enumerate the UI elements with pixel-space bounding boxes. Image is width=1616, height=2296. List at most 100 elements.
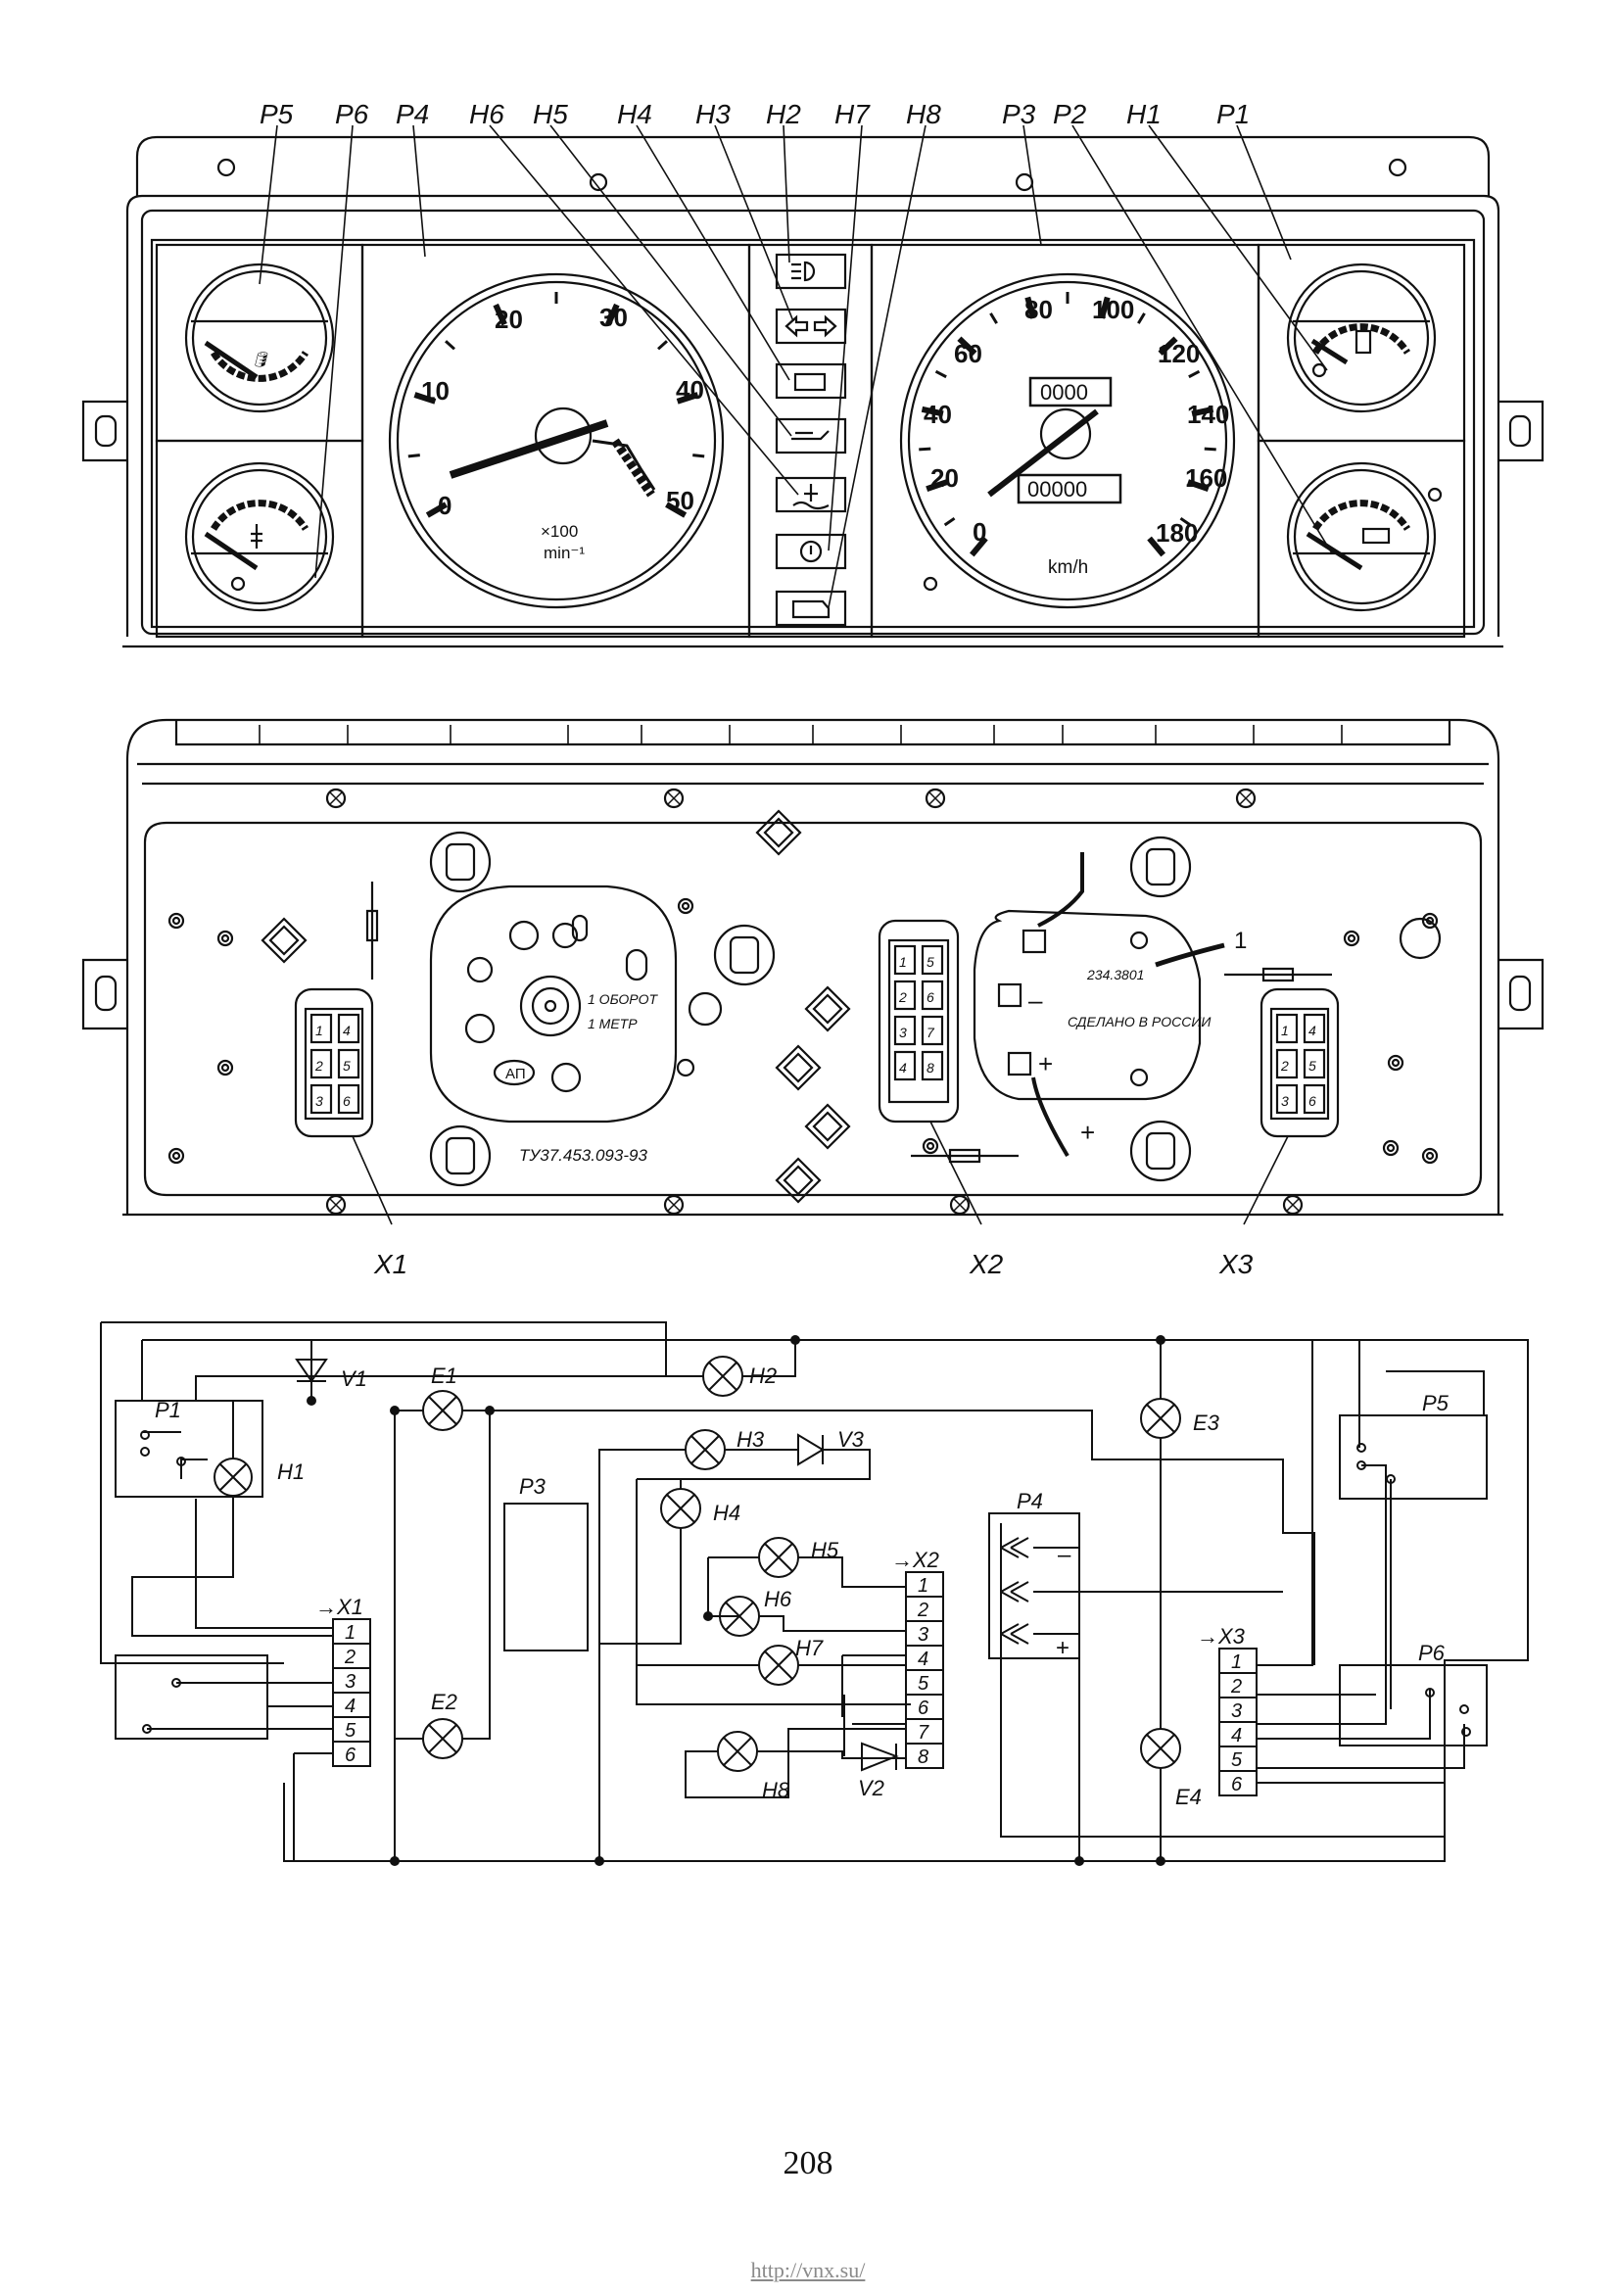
polarity-plus-1: + [1038, 1049, 1053, 1078]
mount-hole [216, 930, 234, 947]
mount-hole-center [1386, 1143, 1396, 1153]
schem-x2-pin-label: 2 [917, 1600, 928, 1621]
mount-hole [167, 912, 185, 930]
screw-cross [928, 791, 942, 805]
mount-hole-center [926, 1141, 935, 1151]
socket-boss [1129, 836, 1192, 898]
x2-pin [921, 944, 944, 976]
schem-x3-pin-label: 1 [1231, 1651, 1242, 1673]
battery-icon [775, 362, 847, 400]
screw-cross [1286, 1198, 1300, 1212]
schem-x1-pin-label: 4 [345, 1696, 356, 1717]
x1-pin-label: 3 [315, 1093, 323, 1109]
label-schem-H3: H3 [737, 1427, 765, 1452]
schem-x1-pin-label: 2 [344, 1647, 356, 1668]
instrument-panel-rear: АП 1 ОБОРОТ 1 МЕТР ТУ37.453.093-93 234.3… [81, 718, 1545, 1279]
check-engine-icon [775, 590, 847, 627]
mount-hole-center [1347, 933, 1356, 943]
screw-head-icon [325, 788, 347, 809]
schem-x2-pin-label: 1 [918, 1575, 928, 1597]
lamp-socket [775, 1044, 822, 1091]
trip-odometer [1028, 376, 1113, 407]
screw-cross [329, 791, 343, 805]
p4-minus: – [1058, 1542, 1071, 1568]
screw-cross [1239, 791, 1253, 805]
speedo-tick [957, 336, 977, 356]
x1-pin [309, 1048, 333, 1079]
socket-boss-slot [1145, 847, 1176, 886]
P1-block [115, 1400, 263, 1498]
P6-block [1339, 1664, 1488, 1746]
tacho-logo: АП [505, 1066, 526, 1082]
label-schem-P6: P6 [1418, 1641, 1446, 1665]
tacho-tick [605, 303, 620, 326]
label-X3: X3 [1218, 1249, 1254, 1279]
label-schem-H2: H2 [749, 1363, 777, 1388]
mount-hole [216, 1059, 234, 1076]
schem-x1-pin-label: 5 [345, 1720, 356, 1742]
socket-boss-slot [445, 1136, 476, 1175]
label-schem-H5: H5 [811, 1538, 839, 1562]
odometer-value: 00000 [1027, 477, 1087, 502]
speedo-tick [921, 406, 944, 417]
screw-cross [667, 791, 681, 805]
speedo-tick [969, 536, 988, 557]
speedo-scale-80: 80 [1024, 295, 1053, 324]
schem-x2-pin-label: 4 [918, 1649, 928, 1670]
x1-pin [337, 1083, 360, 1115]
label-schem-P4: P4 [1017, 1489, 1043, 1513]
tacho-tick [413, 392, 437, 405]
schem-x3-pin-label: 5 [1231, 1749, 1243, 1771]
lamp-socket-inner [763, 817, 794, 848]
odometer [1017, 473, 1122, 504]
source-url[interactable]: http://vnx.su/ [750, 2258, 866, 2282]
screw-head-icon [1235, 788, 1257, 809]
socket-boss-slot [729, 935, 760, 975]
label-schem-X3: →X3 [1197, 1624, 1246, 1649]
lamp-socket-inner [812, 1111, 843, 1142]
lamp-socket-inner [783, 1165, 814, 1196]
label-schem-P5: P5 [1422, 1391, 1450, 1415]
page-number: 208 [783, 2145, 833, 2181]
x3-pin-label: 3 [1281, 1093, 1289, 1109]
oil-pressure-icon [775, 417, 847, 454]
tacho-tick [665, 502, 688, 518]
P4-block [988, 1512, 1080, 1659]
x3-pin-label: 6 [1308, 1093, 1316, 1109]
tacho-marking-1: 1 ОБОРОТ [588, 991, 658, 1007]
speedo-tick [1191, 406, 1214, 417]
diode-V2 [861, 1742, 899, 1772]
mount-hole-center [1425, 1151, 1435, 1161]
brake-icon [775, 533, 847, 570]
speedo-tick [1147, 536, 1166, 557]
x3-pin [1275, 1083, 1299, 1115]
screw-head-icon [1282, 1194, 1304, 1216]
speedo-tick [943, 516, 956, 527]
tacho-unit-1: ×100 [541, 522, 578, 541]
callout-H6: H6 [469, 99, 504, 129]
x3-pin [1303, 1013, 1326, 1044]
callout-H7: H7 [834, 99, 871, 129]
speedo-tick [1137, 312, 1146, 324]
speedo-tick [1188, 369, 1201, 379]
speedo-tick [1179, 516, 1192, 527]
x3-pin-label: 1 [1281, 1023, 1289, 1038]
label-schem-V2: V2 [858, 1776, 884, 1800]
schem-x2-pin-label: 8 [918, 1746, 928, 1768]
diode-V3 [797, 1433, 825, 1466]
x2-pin [921, 1050, 944, 1081]
tacho-unit-2: min⁻¹ [544, 544, 585, 562]
x3-pin-label: 4 [1308, 1023, 1316, 1038]
coolant-temp-lamp-icon [775, 476, 847, 513]
lamp-socket [775, 1157, 822, 1204]
high-beam-icon [775, 253, 847, 290]
x3-pin-label: 5 [1308, 1058, 1316, 1074]
mount-hole [167, 1147, 185, 1165]
speedo-scale-100: 100 [1092, 295, 1134, 324]
x2-pin-label: 4 [899, 1060, 907, 1076]
x2-pin-label: 8 [927, 1060, 934, 1076]
coolant-temp-icon [251, 524, 262, 549]
x3-pin [1303, 1048, 1326, 1079]
x3-pin-label: 2 [1280, 1058, 1289, 1074]
